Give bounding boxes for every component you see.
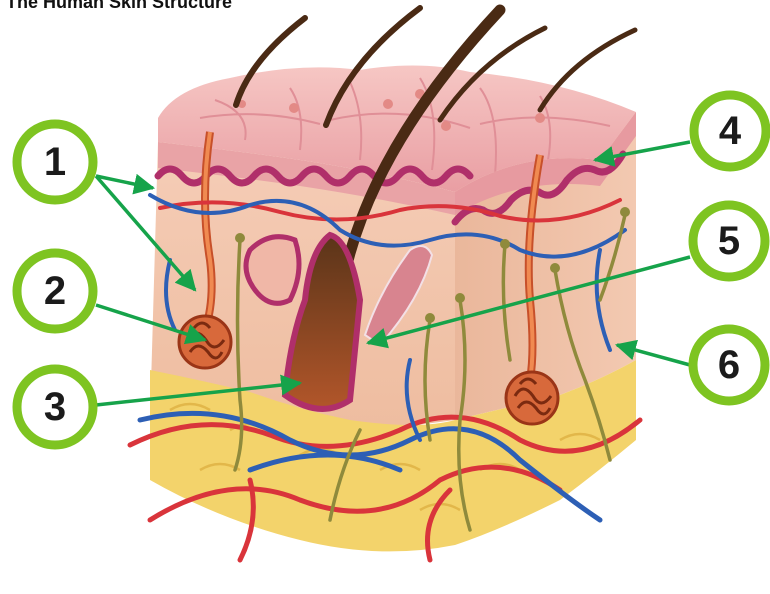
label-badge-5: 5 [693, 205, 765, 277]
label-badge-2: 2 [17, 253, 93, 329]
label-badge-3: 3 [17, 369, 93, 445]
badge-number-2: 2 [44, 269, 66, 313]
badge-number-5: 5 [718, 219, 740, 263]
label-badge-6: 6 [693, 329, 765, 401]
badge-number-3: 3 [44, 385, 66, 429]
badge-number-6: 6 [718, 343, 740, 387]
label-badge-4: 4 [694, 95, 766, 167]
label-badge-1: 1 [17, 124, 93, 200]
badge-number-4: 4 [719, 109, 742, 153]
badge-number-1: 1 [44, 140, 66, 184]
